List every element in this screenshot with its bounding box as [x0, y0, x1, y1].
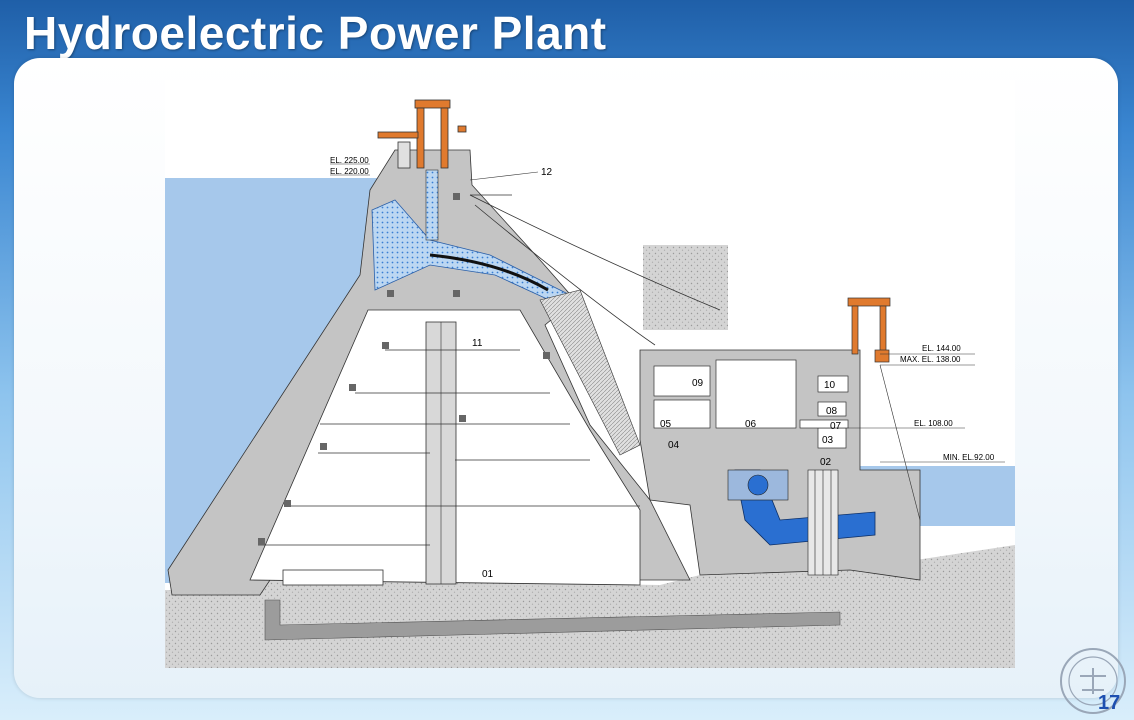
elevation-108-label: EL. 108.00	[914, 419, 953, 428]
marker-02: 02	[820, 457, 832, 468]
marker-10: 10	[824, 380, 836, 391]
elevation-225-label: EL. 225.00	[330, 156, 369, 165]
elevation-144-label: EL. 144.00	[922, 344, 961, 353]
hydro-plant-cross-section: EL. 225.00 EL. 220.00 EL. 144.00 MAX. EL…	[165, 80, 1015, 668]
spillway-flow-line	[429, 253, 549, 292]
page-number: 17	[1098, 692, 1121, 714]
marker-09: 09	[692, 378, 704, 389]
powerhouse-rock-wall	[643, 245, 728, 330]
marker-03: 03	[822, 435, 834, 446]
marker-01: 01	[482, 569, 494, 580]
marker-04: 04	[668, 440, 680, 451]
turbine-unit	[727, 469, 839, 576]
marker-05: 05	[660, 419, 672, 430]
powerhouse-rooms	[653, 359, 849, 449]
marker-11: 11	[472, 338, 483, 349]
marker-07: 07	[830, 421, 842, 432]
crest-gantry-crane	[377, 99, 467, 169]
elevation-max-138-label: MAX. EL. 138.00	[900, 355, 961, 364]
leader-lines	[330, 163, 1005, 521]
intake-gate-shaft	[425, 169, 439, 241]
elevation-220-label: EL. 220.00	[330, 167, 369, 176]
marker-12: 12	[541, 167, 553, 178]
elevation-min-92-label: MIN. EL.92.00	[943, 453, 995, 462]
marker-08: 08	[826, 406, 838, 417]
powerhouse-gantry-crane	[847, 297, 891, 363]
inspection-galleries	[258, 193, 550, 545]
marker-06: 06	[745, 419, 757, 430]
slide-title: Hydroelectric Power Plant	[24, 7, 607, 59]
drainage-gallery	[264, 599, 841, 641]
dam-floors	[258, 349, 640, 586]
transmission-lines	[469, 194, 721, 346]
spillway-steps	[539, 289, 641, 456]
university-seal-icon	[1060, 648, 1126, 714]
